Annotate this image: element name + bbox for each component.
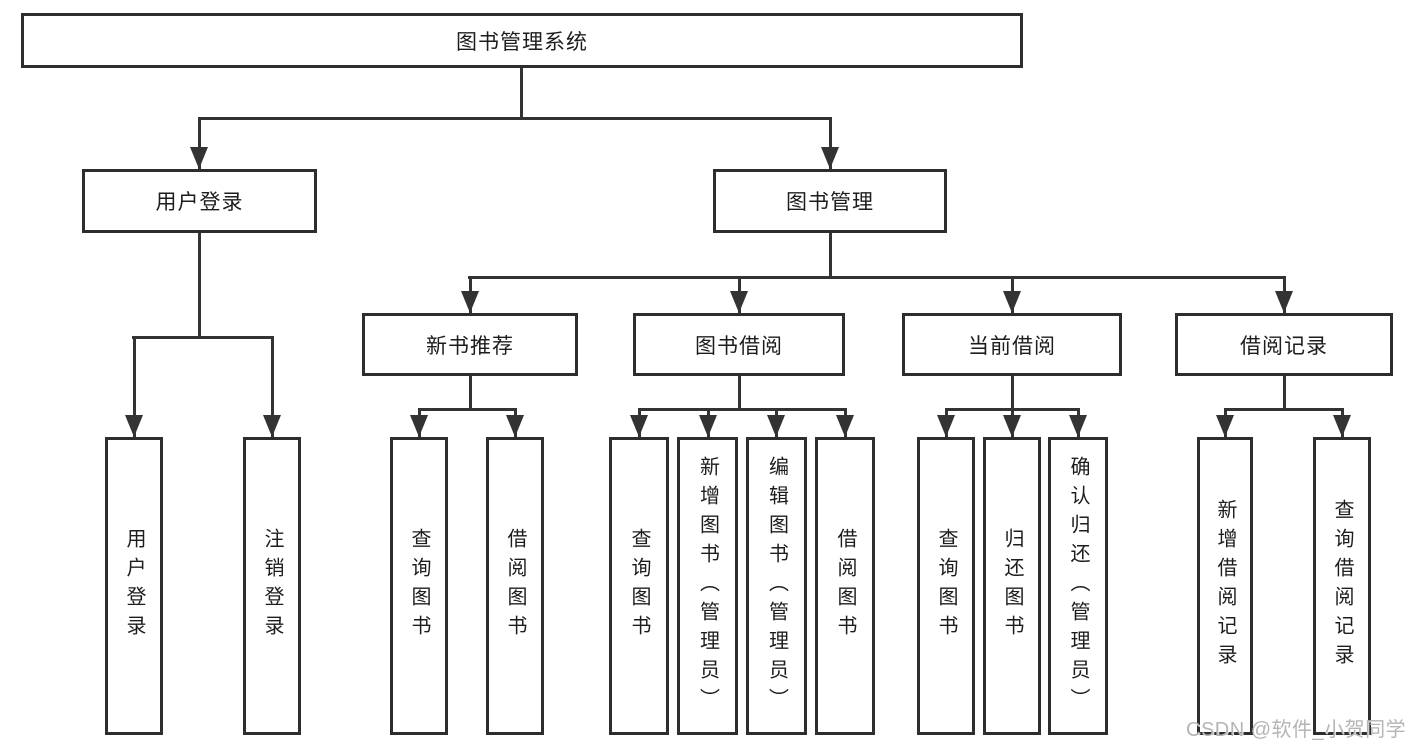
arrow-down-icon	[1275, 291, 1293, 313]
arrow-down-icon	[410, 415, 428, 437]
node-new-book-recommend: 新书推荐	[362, 313, 578, 376]
connector-line-h	[1224, 408, 1344, 411]
leaf-borrow-borrow-label: 借阅图书	[834, 528, 856, 644]
leaf-newbook-borrow-label: 借阅图书	[504, 528, 526, 644]
connector-line-v	[198, 117, 201, 169]
connector-line-v	[469, 376, 472, 411]
arrow-down-icon	[506, 415, 524, 437]
connector-line-v	[829, 117, 832, 169]
leaf-newbook-query: 查询图书	[390, 437, 448, 735]
arrow-down-icon	[836, 415, 854, 437]
node-root: 图书管理系统	[21, 13, 1023, 68]
leaf-records-query-label: 查询借阅记录	[1331, 499, 1353, 673]
arrow-down-icon	[730, 291, 748, 313]
arrow-down-icon	[125, 415, 143, 437]
leaf-records-query: 查询借阅记录	[1313, 437, 1371, 735]
arrow-down-icon	[1216, 415, 1234, 437]
node-book-management: 图书管理	[713, 169, 947, 233]
node-current-borrow: 当前借阅	[902, 313, 1122, 376]
arrow-down-icon	[1003, 291, 1021, 313]
connector-line-h	[468, 276, 1286, 279]
connector-line-v	[829, 233, 832, 279]
leaf-newbook-query-label: 查询图书	[408, 528, 430, 644]
connector-line-v	[1283, 376, 1286, 411]
node-root-label: 图书管理系统	[456, 30, 588, 54]
connector-line-v	[520, 68, 523, 120]
connector-line-h	[638, 408, 847, 411]
leaf-newbook-borrow: 借阅图书	[486, 437, 544, 735]
leaf-user-login: 用户登录	[105, 437, 163, 735]
leaf-borrow-add: 新增图书（管理员）	[677, 437, 738, 735]
arrow-down-icon	[630, 415, 648, 437]
node-new-book-recommend-label: 新书推荐	[426, 334, 514, 358]
leaf-current-confirm-return-label: 确认归还（管理员）	[1067, 455, 1089, 717]
leaf-borrow-borrow: 借阅图书	[815, 437, 875, 735]
leaf-records-add: 新增借阅记录	[1197, 437, 1253, 735]
node-book-borrow-label: 图书借阅	[695, 334, 783, 358]
arrow-down-icon	[767, 415, 785, 437]
arrow-down-icon	[461, 291, 479, 313]
watermark: CSDN @软件_小贺同学	[1186, 719, 1405, 741]
node-book-management-label: 图书管理	[786, 191, 874, 214]
arrow-down-icon	[1003, 415, 1021, 437]
node-borrow-records: 借阅记录	[1175, 313, 1393, 376]
leaf-borrow-add-label: 新增图书（管理员）	[696, 455, 719, 717]
leaf-current-query: 查询图书	[917, 437, 975, 735]
connector-line-h	[418, 408, 517, 411]
connector-line-h	[198, 117, 832, 120]
arrow-down-icon	[821, 147, 839, 169]
arrow-down-icon	[1333, 415, 1351, 437]
leaf-borrow-query-label: 查询图书	[628, 528, 650, 644]
arrow-down-icon	[190, 147, 208, 169]
connector-line-v	[198, 233, 201, 339]
leaf-borrow-query: 查询图书	[609, 437, 669, 735]
leaf-logout: 注销登录	[243, 437, 301, 735]
leaf-current-confirm-return: 确认归还（管理员）	[1048, 437, 1108, 735]
node-current-borrow-label: 当前借阅	[968, 334, 1056, 358]
leaf-current-return-label: 归还图书	[1001, 528, 1023, 644]
leaf-borrow-edit-label: 编辑图书（管理员）	[765, 455, 788, 717]
arrow-down-icon	[699, 415, 717, 437]
leaf-records-add-label: 新增借阅记录	[1214, 499, 1236, 673]
node-book-borrow: 图书借阅	[633, 313, 845, 376]
leaf-borrow-edit: 编辑图书（管理员）	[746, 437, 807, 735]
arrow-down-icon	[263, 415, 281, 437]
leaf-current-return: 归还图书	[983, 437, 1041, 735]
connector-line-v	[271, 336, 274, 437]
arrow-down-icon	[1069, 415, 1087, 437]
leaf-logout-label: 注销登录	[261, 528, 283, 644]
node-user-login-label: 用户登录	[155, 191, 244, 214]
leaf-current-query-label: 查询图书	[935, 528, 957, 644]
leaf-user-login-label: 用户登录	[123, 528, 145, 644]
connector-line-v	[133, 336, 136, 437]
arrow-down-icon	[937, 415, 955, 437]
connector-line-v	[738, 376, 741, 411]
connector-line-v	[1011, 376, 1014, 411]
connector-line-h	[132, 336, 274, 339]
node-user-login: 用户登录	[82, 169, 317, 233]
node-borrow-records-label: 借阅记录	[1240, 334, 1328, 358]
